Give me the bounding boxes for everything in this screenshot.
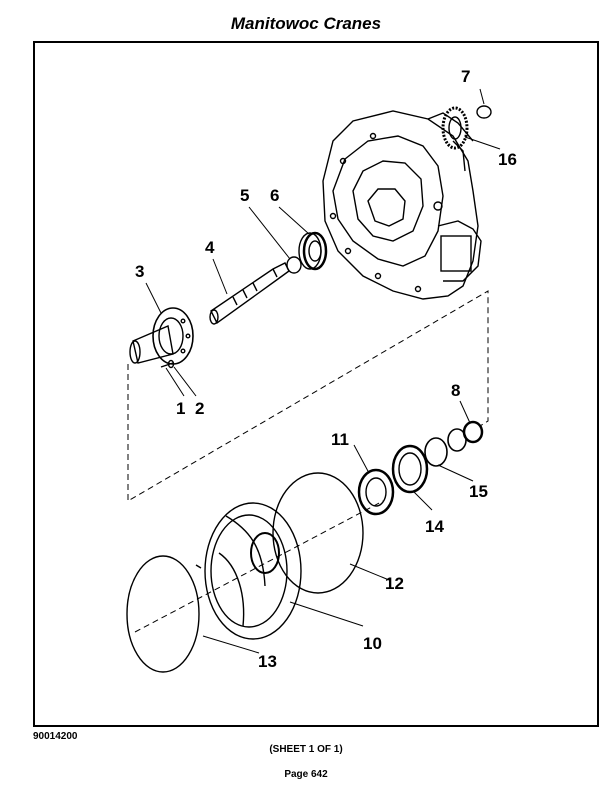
piston-10	[204, 502, 302, 640]
callout-12: 12	[385, 574, 404, 593]
bearing-6	[298, 231, 328, 271]
ring-15	[424, 437, 448, 467]
callout-7: 7	[461, 67, 470, 86]
bolt-1	[160, 362, 174, 368]
ring-14	[391, 444, 429, 494]
callout-16: 16	[498, 150, 517, 169]
figure-id: 90014200	[33, 731, 78, 742]
washer-2	[167, 359, 175, 369]
sheet-label: (SHEET 1 OF 1)	[269, 744, 343, 755]
callout-1: 1	[176, 399, 185, 418]
callout-3: 3	[135, 262, 144, 281]
ring-5	[286, 256, 302, 274]
drawing-frame	[33, 41, 599, 727]
callout-5: 5	[240, 186, 249, 205]
page-number: Page 642	[284, 769, 328, 780]
callout-13: 13	[258, 652, 277, 671]
callout-4: 4	[205, 238, 215, 257]
callout-2: 2	[195, 399, 204, 418]
ring-11	[357, 468, 395, 516]
seal-ring-12	[272, 472, 364, 594]
callout-15: 15	[469, 482, 488, 501]
gear-16	[441, 106, 469, 150]
callout-11: 11	[331, 430, 349, 449]
snap-ring-7	[476, 105, 492, 119]
callout-6: 6	[270, 186, 279, 205]
shaft-4	[209, 262, 290, 325]
callout-14: 14	[425, 517, 444, 536]
callout-8: 8	[451, 381, 460, 400]
flange-3	[129, 307, 194, 365]
callout-10: 10	[363, 634, 382, 653]
exploded-parts-diagram: 1 2 3 4 5 6 7 8 10 11 12 13 14 15 16	[126, 67, 517, 673]
ring-8b	[447, 428, 467, 452]
ring-13	[126, 555, 202, 673]
page-title: Manitowoc Cranes	[230, 14, 382, 33]
housing	[322, 110, 482, 300]
